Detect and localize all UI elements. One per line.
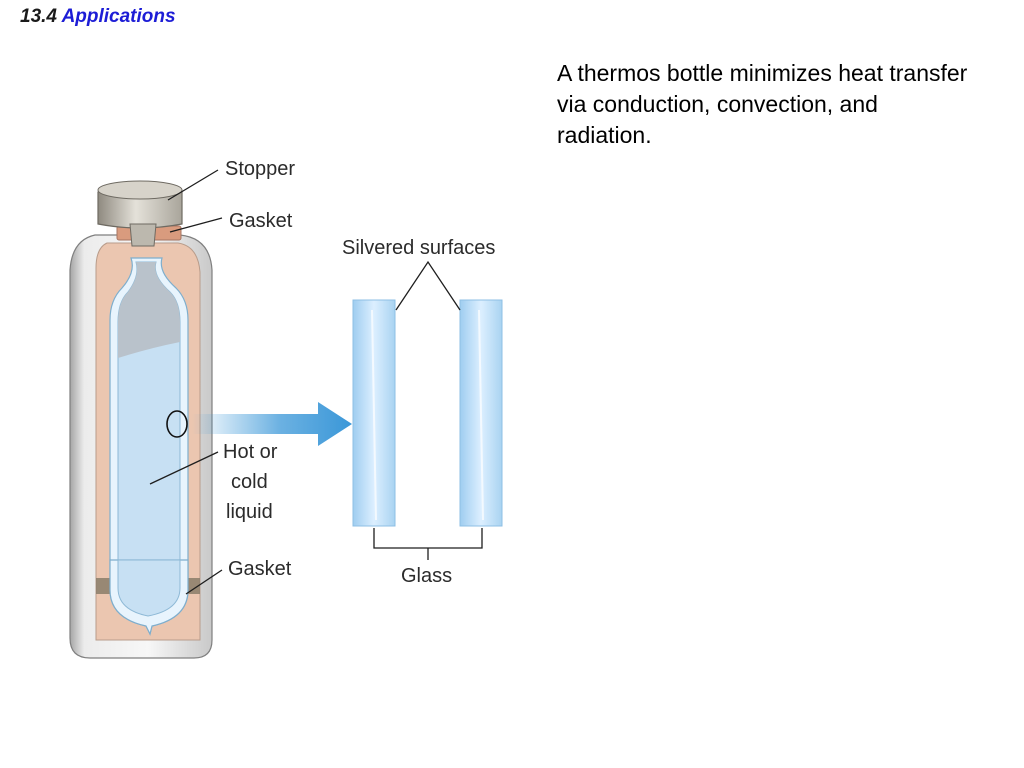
stopper-top — [97, 180, 183, 200]
glass-bracket — [373, 528, 483, 549]
stopper-thread — [129, 223, 157, 247]
glass-wall-left-highlight — [371, 309, 377, 521]
silvered-surfaces-leader — [395, 260, 461, 311]
section-title: Applications — [61, 6, 176, 27]
glass-wall-right-highlight — [478, 309, 484, 521]
gasket-bottom-leader — [185, 569, 223, 595]
liquid-label-line1: Hot or — [223, 441, 278, 463]
liquid-leader — [149, 451, 219, 485]
slide-header: 13.4 Applications — [20, 6, 176, 28]
magnified-glass-walls — [352, 299, 503, 527]
caption-text: A thermos bottle minimizes heat transfer… — [557, 60, 968, 148]
gasket-bottom-label: Gasket — [228, 558, 292, 580]
glass-label: Glass — [401, 565, 452, 587]
stopper-leader — [167, 169, 219, 201]
magnifier-circle — [166, 410, 188, 438]
section-number: 13.4 — [20, 6, 57, 27]
zoom-arrow — [192, 402, 352, 446]
thermos-bottle — [69, 180, 213, 659]
gasket-top-label: Gasket — [229, 210, 293, 232]
air-space — [118, 262, 180, 358]
gasket-top-leader — [169, 217, 223, 233]
flask-lower-liquid — [117, 559, 181, 617]
stopper-label: Stopper — [225, 158, 295, 180]
liquid-label-line2: cold — [231, 471, 268, 493]
liquid-label-line3: liquid — [226, 501, 273, 523]
silvered-surfaces-label: Silvered surfaces — [342, 237, 495, 259]
